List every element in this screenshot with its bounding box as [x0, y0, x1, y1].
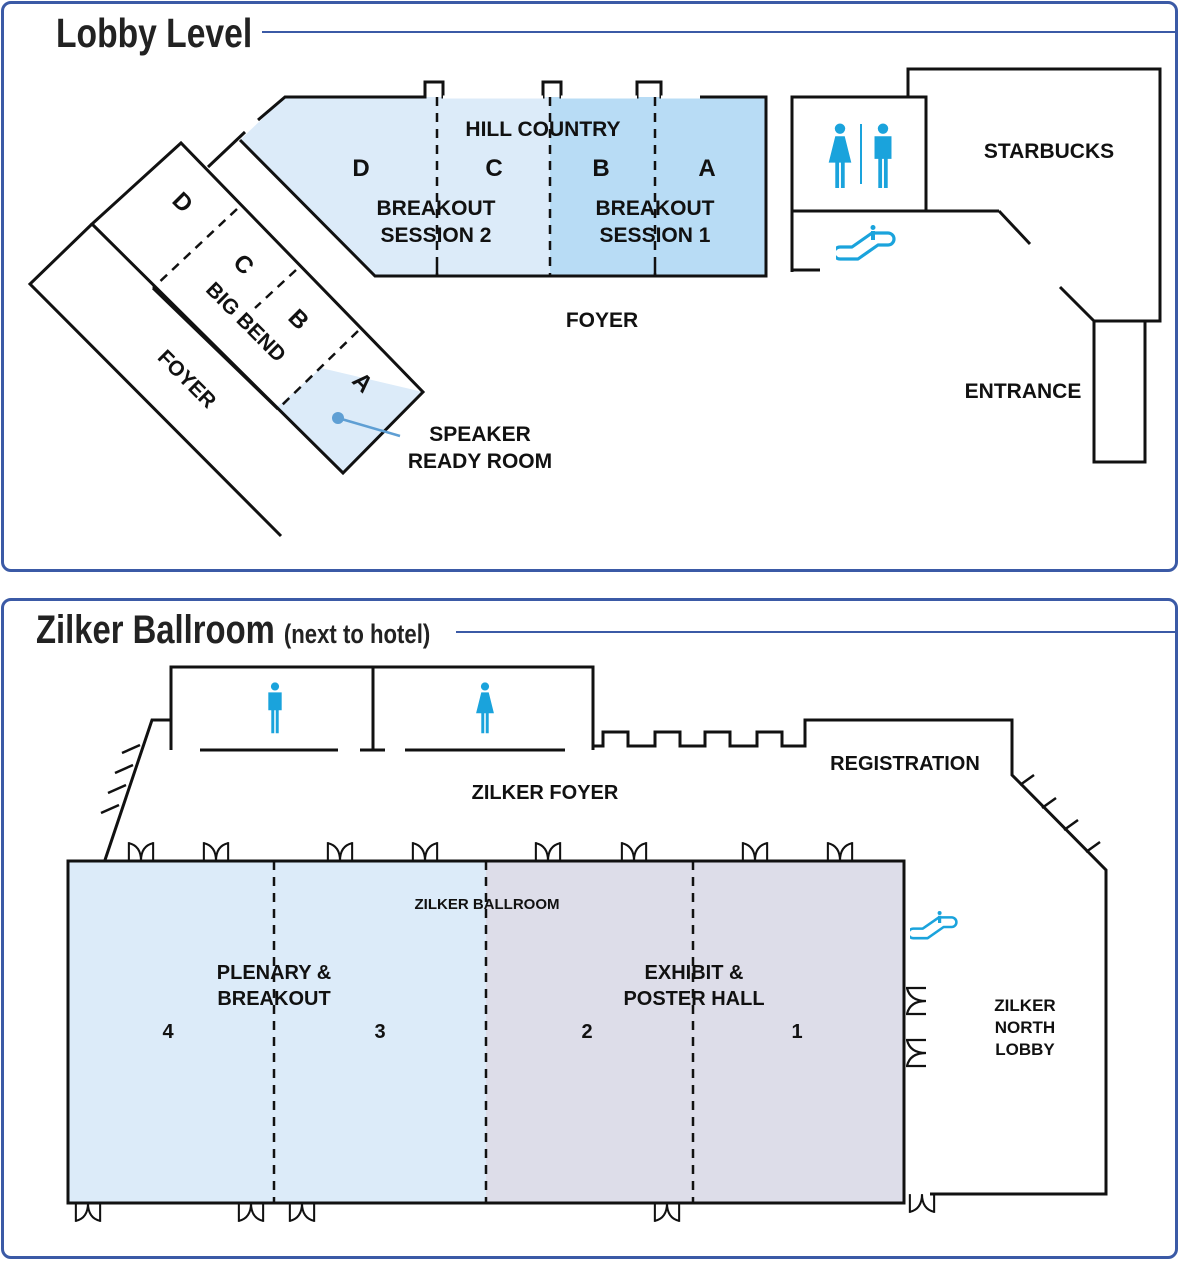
- exhibit-fill: [486, 861, 904, 1203]
- restroom-women-icon: [828, 123, 852, 189]
- restroom-women-icon: [476, 682, 494, 734]
- section-1: 1: [791, 1021, 802, 1043]
- title-rule: [262, 31, 1176, 33]
- restroom-men-icon: [268, 682, 282, 734]
- hill-country-b-a-fill: [550, 97, 766, 276]
- ballroom-door: [326, 842, 354, 861]
- ballroom-door: [411, 842, 439, 861]
- zilker-foyer-walls: [103, 718, 1108, 1196]
- ballroom-door: [202, 842, 230, 861]
- hill-country-d: D: [352, 155, 369, 182]
- ballroom-door: [74, 1203, 102, 1222]
- section-2: 2: [581, 1021, 592, 1043]
- ballroom-door: [620, 842, 648, 861]
- ballroom-door: [904, 986, 928, 1016]
- zilker-ballroom-label: ZILKER BALLROOM: [415, 896, 560, 913]
- ballroom-door: [826, 842, 854, 861]
- lobby-level-title: Lobby Level: [56, 10, 253, 56]
- foyer-doors-right: [1019, 773, 1101, 854]
- foyer-doors-left: [100, 743, 141, 815]
- plenary-fill: [68, 861, 486, 1203]
- exhibit-line1: EXHIBIT &: [645, 962, 744, 984]
- ballroom-door: [237, 1203, 265, 1222]
- section-4: 4: [162, 1021, 174, 1043]
- ballroom-door: [288, 1203, 316, 1222]
- plenary-line2: BREAKOUT: [217, 988, 330, 1010]
- title-rule: [456, 631, 1176, 633]
- big-bend-b: B: [283, 304, 314, 335]
- section-3: 3: [374, 1021, 385, 1043]
- exhibit-line2: POSTER HALL: [623, 988, 764, 1010]
- north-lobby-line2: NORTH: [995, 1018, 1055, 1037]
- ballroom-door: [534, 842, 562, 861]
- ballroom-door: [904, 1038, 928, 1068]
- speaker-room-pointer: [337, 416, 401, 438]
- ballroom-door: [741, 842, 769, 861]
- hill-country-d-c-fill: [240, 97, 550, 276]
- escalator-icon: [836, 223, 896, 261]
- hill-country-label: HILL COUNTRY: [465, 118, 620, 141]
- restroom-men-icon: [874, 123, 892, 189]
- foyer-side-label: FOYER: [153, 346, 220, 413]
- plenary-line1: PLENARY &: [217, 962, 331, 984]
- zilker-restrooms: [169, 665, 595, 752]
- speaker-room-line2: READY ROOM: [408, 450, 552, 473]
- registration-label: REGISTRATION: [830, 753, 980, 775]
- ballroom-door: [653, 1203, 681, 1222]
- zilker-foyer-label: ZILKER FOYER: [472, 782, 619, 804]
- starbucks-label: STARBUCKS: [984, 140, 1114, 163]
- speaker-room-line1: SPEAKER: [429, 423, 531, 446]
- lobby-door: [908, 1194, 936, 1213]
- hill-country-rooms: [238, 80, 768, 278]
- foyer-main-label: FOYER: [566, 309, 638, 332]
- breakout-1-line2: SESSION 1: [600, 224, 711, 247]
- lobby-services: [790, 67, 1162, 464]
- escalator-icon: [910, 909, 958, 940]
- zilker-ballroom-room: [66, 859, 906, 1205]
- zilker-ballroom-title: Zilker Ballroom (next to hotel): [36, 608, 430, 653]
- north-lobby-line3: LOBBY: [995, 1040, 1055, 1059]
- breakout-2-line2: SESSION 2: [381, 224, 492, 247]
- big-bend-c: C: [228, 249, 259, 280]
- speaker-room-dot: [332, 412, 344, 424]
- big-bend-label: BIG BEND: [201, 278, 290, 367]
- zilker-title-sub: (next to hotel): [283, 619, 431, 649]
- entrance-label: ENTRANCE: [965, 380, 1082, 403]
- hill-country-c: C: [485, 155, 502, 182]
- north-lobby-line1: ZILKER: [994, 996, 1055, 1015]
- big-bend-d: D: [167, 187, 198, 218]
- breakout-2-line1: BREAKOUT: [377, 197, 496, 220]
- zilker-title-main: Zilker Ballroom: [36, 608, 275, 652]
- breakout-1-line1: BREAKOUT: [596, 197, 715, 220]
- ballroom-door: [127, 842, 155, 861]
- hill-country-b: B: [592, 155, 609, 182]
- hill-country-a: A: [698, 155, 715, 182]
